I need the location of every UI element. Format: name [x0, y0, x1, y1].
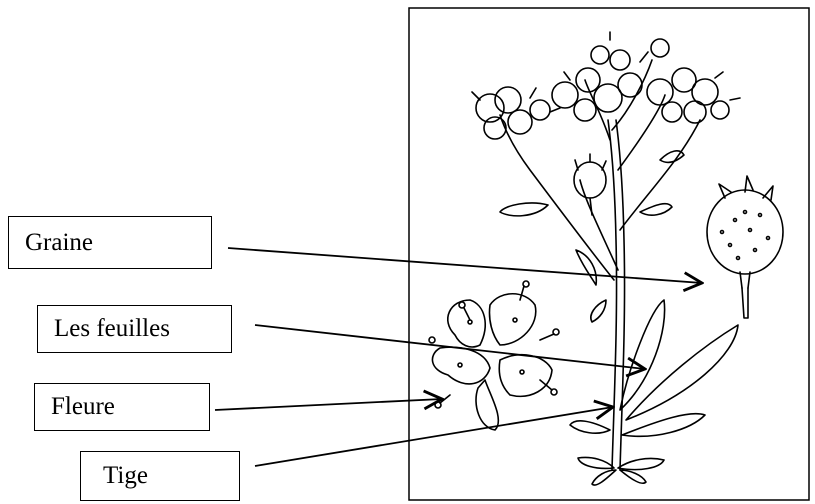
plant-illustration	[428, 31, 784, 486]
flower-bud	[573, 153, 607, 216]
arrow-feuilles	[254, 324, 645, 369]
leaf-right-2	[659, 150, 685, 164]
leaf-lower-short	[621, 412, 706, 438]
label-fleure: Fleure	[34, 383, 210, 431]
leaf-left-2	[575, 249, 598, 286]
arrow-graine	[227, 247, 702, 283]
illustration-frame	[408, 7, 810, 501]
flower-cluster-left	[471, 86, 561, 140]
stem-outline	[615, 119, 626, 471]
seed-pod	[706, 175, 784, 319]
label-feuilles: Les feuilles	[37, 305, 232, 353]
label-feuilles-text: Les feuilles	[54, 315, 170, 342]
main-stem	[607, 119, 618, 471]
label-fleure-text: Fleure	[51, 393, 115, 420]
open-flower	[428, 280, 560, 431]
right-branch-2	[617, 94, 666, 171]
leaf-right-1	[639, 202, 673, 216]
flower-cluster-right	[646, 67, 741, 124]
left-branch	[499, 114, 615, 281]
leaf-lower-right	[625, 324, 739, 421]
basal-leaf-3	[591, 469, 617, 486]
left-branch-2	[579, 179, 619, 271]
leaf-lower-left	[569, 420, 611, 434]
right-branch	[619, 119, 701, 231]
leaf-lower-tall	[619, 299, 666, 411]
leaf-mid	[590, 299, 607, 323]
label-tige-text: Tige	[103, 462, 148, 489]
pointer-arrows	[214, 247, 702, 467]
arrow-fleure	[214, 399, 442, 411]
basal-leaf-4	[619, 469, 647, 485]
basal-leaf-1	[577, 456, 615, 470]
arrow-tige	[254, 407, 613, 467]
label-graine-text: Graine	[25, 228, 94, 256]
label-tige: Tige	[80, 451, 240, 501]
flower-cluster-center	[551, 31, 670, 122]
label-graine: Graine	[8, 216, 212, 269]
leaf-left-1	[499, 202, 549, 217]
basal-leaf-2	[617, 457, 665, 471]
